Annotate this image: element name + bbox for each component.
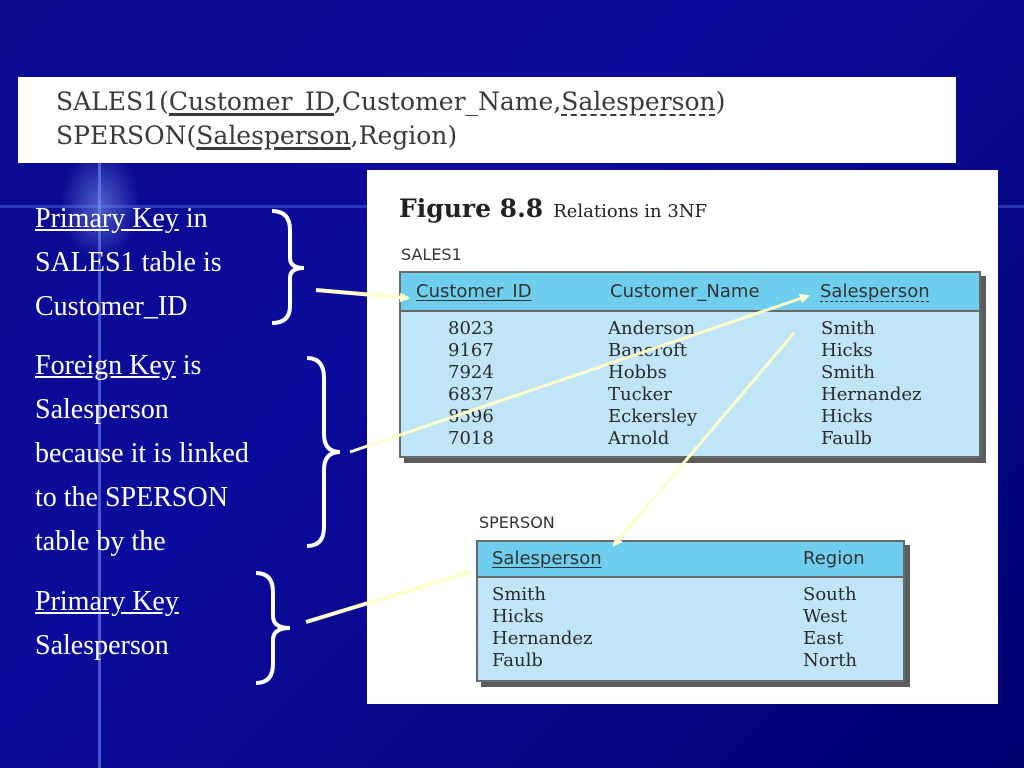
table-cell: Arnold: [608, 428, 670, 449]
schema-sales1-primary-key: Customer_ID: [168, 87, 334, 116]
table-cell: East: [803, 628, 844, 649]
note-text: Salesperson: [35, 394, 169, 425]
schema-sperson-prefix: SPERSON(: [56, 121, 197, 150]
table-cell: West: [803, 606, 848, 627]
table-cell: Hobbs: [608, 362, 667, 383]
table-cell: 8023: [448, 318, 494, 339]
note-text: because it is linked: [35, 438, 249, 469]
sperson-header-row: Salesperson Region: [478, 542, 903, 578]
schema-sperson: SPERSON(Salesperson,Region): [56, 121, 457, 150]
table-cell: Smith: [821, 362, 875, 383]
figure-title: Figure 8.8 Relations in 3NF: [399, 194, 707, 223]
note-text: Customer_ID: [35, 291, 188, 322]
table-cell: 6837: [448, 384, 494, 405]
sales1-table-label: SALES1: [401, 245, 462, 264]
table-cell: Hernandez: [821, 384, 922, 405]
sales1-header-row: Customer_ID Customer_Name Salesperson: [401, 273, 979, 312]
table-cell: Eckersley: [608, 406, 698, 427]
sales1-header-salesperson: Salesperson: [820, 281, 930, 302]
brace-foreign-key: [306, 356, 341, 548]
foreign-key-term: Foreign Key: [35, 350, 176, 381]
table-cell: North: [803, 650, 858, 671]
note-text: in: [178, 203, 208, 234]
schema-sales1-prefix: SALES1(: [56, 87, 169, 116]
sales1-header-customer-name: Customer_Name: [610, 281, 760, 302]
brace-primary-key-sales1: [271, 209, 305, 325]
primary-key-term: Primary Key: [35, 586, 179, 617]
schema-box: SALES1(Customer_ID,Customer_Name,Salespe…: [18, 77, 956, 163]
table-cell: Faulb: [821, 428, 872, 449]
table-cell: 7018: [448, 428, 494, 449]
schema-sperson-primary-key: Salesperson: [196, 121, 351, 150]
sperson-header-salesperson: Salesperson: [492, 548, 602, 569]
sperson-table-label: SPERSON: [479, 513, 555, 532]
note-text: to the SPERSON: [35, 482, 228, 513]
figure-caption: Relations in 3NF: [553, 201, 708, 222]
table-cell: Smith: [492, 584, 546, 605]
note-text: SALES1 table is: [35, 247, 222, 278]
sperson-table: Salesperson Region Smith South Hicks Wes…: [476, 540, 905, 682]
table-cell: Hicks: [492, 606, 544, 627]
primary-key-term: Primary Key: [35, 203, 179, 234]
table-cell: Bancroft: [608, 340, 687, 361]
note-text: Salesperson: [35, 630, 169, 661]
sperson-header-region: Region: [803, 548, 865, 569]
sales1-table: Customer_ID Customer_Name Salesperson 80…: [399, 271, 981, 458]
table-cell: Hicks: [821, 406, 873, 427]
table-cell: Anderson: [608, 318, 696, 339]
decorative-vertical-line: [98, 160, 101, 768]
table-cell: Hernandez: [492, 628, 593, 649]
primary-key-sperson-note: Primary Key Salesperson: [35, 580, 179, 668]
table-cell: 8596: [448, 406, 494, 427]
table-cell: Smith: [821, 318, 875, 339]
figure-panel: Figure 8.8 Relations in 3NF SALES1 Custom…: [367, 170, 998, 704]
table-cell: Hicks: [821, 340, 873, 361]
table-cell: Tucker: [608, 384, 672, 405]
note-text: table by the: [35, 526, 166, 557]
foreign-key-note: Foreign Key is Salesperson because it is…: [35, 344, 249, 564]
note-text: is: [175, 350, 202, 381]
schema-sales1-suffix: ): [715, 87, 726, 116]
schema-sales1: SALES1(Customer_ID,Customer_Name,Salespe…: [56, 87, 725, 116]
primary-key-sales1-note: Primary Key in SALES1 table is Customer_…: [35, 197, 222, 329]
figure-number: Figure 8.8: [399, 194, 544, 223]
table-cell: Faulb: [492, 650, 543, 671]
table-cell: 9167: [448, 340, 494, 361]
schema-sales1-middle: ,Customer_Name,: [333, 87, 562, 116]
table-cell: 7924: [448, 362, 494, 383]
brace-primary-key-sperson: [255, 571, 291, 685]
schema-sales1-foreign-key: Salesperson: [561, 87, 716, 116]
schema-sperson-suffix: ,Region): [350, 121, 458, 150]
table-cell: South: [803, 584, 857, 605]
sales1-header-customer-id: Customer_ID: [416, 281, 532, 302]
